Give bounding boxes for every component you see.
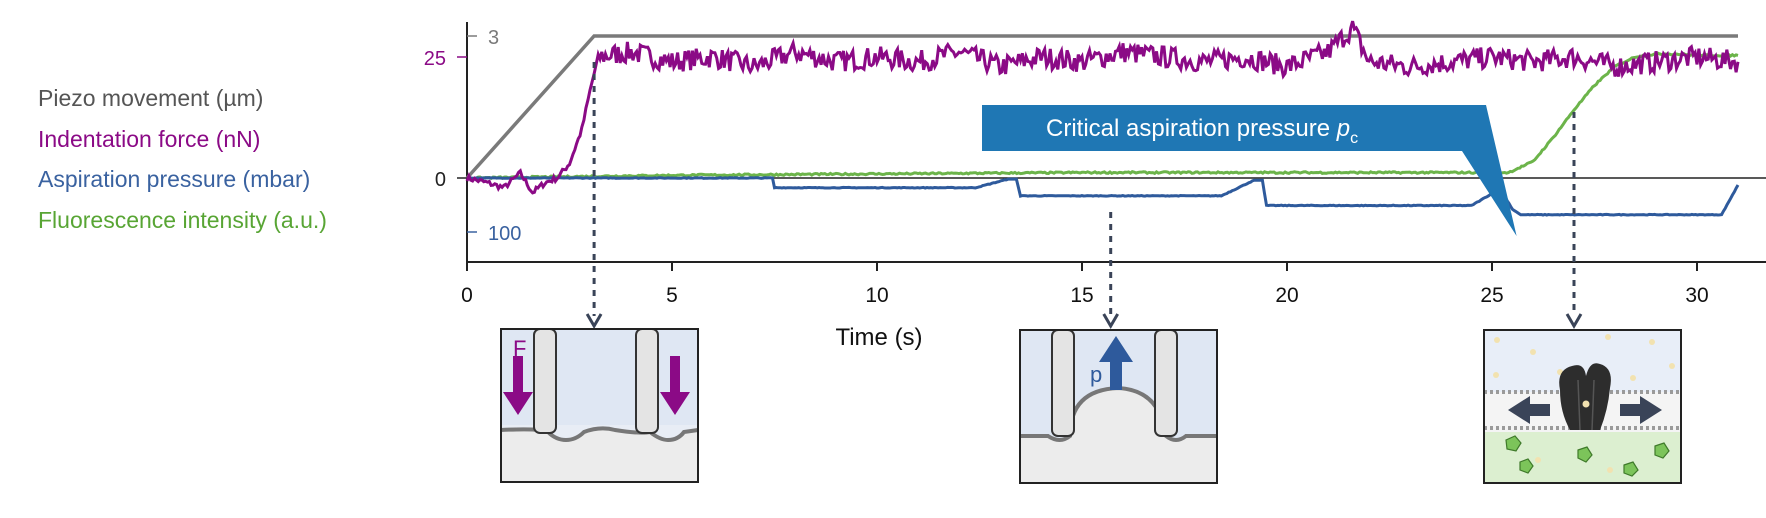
- y-tick-label-zero: 0: [435, 169, 446, 191]
- legend-item-piezo: Piezo movement (µm): [38, 85, 264, 111]
- callout-text: Critical aspiration pressure pc: [1046, 115, 1358, 147]
- x-tick-label-1: 5: [666, 284, 678, 307]
- channel-protein: [1559, 363, 1611, 430]
- inset-fluorescence: [1483, 329, 1682, 484]
- series-fluorescence: [466, 51, 1739, 181]
- legend: Piezo movement (µm) Indentation force (n…: [38, 78, 327, 240]
- y-ticks: 25 0 3 100: [424, 27, 522, 245]
- critical-pressure-callout: Critical aspiration pressure pc: [982, 105, 1517, 236]
- series-force: [465, 20, 1740, 195]
- y-tick-label-piezo: 3: [488, 27, 499, 49]
- y-tick-label-pressure: 100: [488, 223, 521, 245]
- dashed-arrow-head-1: [1102, 313, 1119, 329]
- series-pressure: [466, 176, 1740, 217]
- dashed-arrows: [585, 62, 1583, 329]
- inset-aspiration: p: [1019, 329, 1218, 484]
- force-arrow-left: [503, 356, 533, 415]
- inset-indentation: F: [500, 328, 699, 483]
- pressure-label: p: [1090, 362, 1102, 387]
- pressure-arrow: [1099, 336, 1133, 390]
- channel-arrow-right: [1620, 396, 1662, 424]
- dashed-arrow-head-2: [1565, 313, 1583, 329]
- legend-item-fluorescence: Fluorescence intensity (a.u.): [38, 206, 327, 233]
- callout-shape: [982, 105, 1517, 236]
- force-label: F: [513, 336, 526, 361]
- x-tick-label-6: 30: [1685, 284, 1708, 307]
- force-arrow-right: [660, 356, 690, 415]
- x-tick-label-0: 0: [461, 284, 473, 307]
- x-tick-label-3: 15: [1070, 284, 1093, 307]
- x-tick-label-2: 10: [865, 284, 888, 307]
- dashed-arrow-head-0: [585, 313, 603, 329]
- series-piezo: [465, 34, 1738, 180]
- channel-arrow-left: [1508, 396, 1550, 424]
- legend-item-force: Indentation force (nN): [38, 125, 261, 152]
- x-axis-label: Time (s): [835, 324, 922, 351]
- axes: 0 5 10 15 20 25 30 Time (s): [461, 22, 1766, 351]
- y-tick-label-force: 25: [424, 48, 446, 70]
- legend-item-pressure: Aspiration pressure (mbar): [38, 166, 311, 192]
- x-ticks: 0 5 10 15 20 25 30: [461, 262, 1709, 307]
- series-group: [465, 20, 1740, 217]
- x-tick-label-4: 20: [1275, 284, 1298, 307]
- x-tick-label-5: 25: [1480, 284, 1503, 307]
